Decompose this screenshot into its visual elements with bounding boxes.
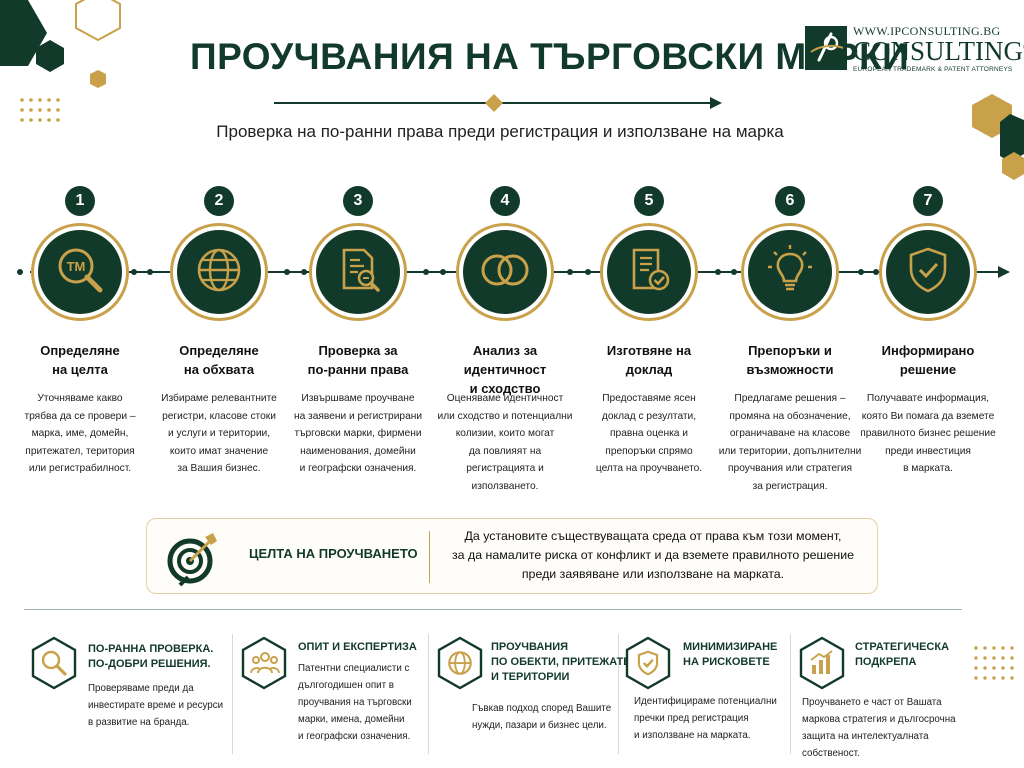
step-number: 6 xyxy=(775,186,805,216)
page-subtitle: Проверка на по-ранни права преди регистр… xyxy=(216,122,784,141)
step-icon-circle xyxy=(882,226,974,318)
feature-separator xyxy=(790,634,791,754)
logo-mark-icon xyxy=(805,26,847,70)
bar-chart-icon xyxy=(807,648,837,683)
team-icon xyxy=(249,648,281,683)
step-description: Получавате информация,която Ви помага да… xyxy=(860,393,996,475)
step-number: 7 xyxy=(913,186,943,216)
step-icon-circle: TM xyxy=(34,226,126,318)
feature-hexagon xyxy=(240,636,288,690)
globe-icon xyxy=(445,648,475,683)
company-logo[interactable]: WWW.IPCONSULTING.BG CONSULTING® EUROPEAN… xyxy=(805,22,1024,78)
logo-name: CONSULTING® xyxy=(853,36,1024,66)
feature-hexagon xyxy=(624,636,672,690)
feature-hexagon xyxy=(798,636,846,690)
feature-hexagon xyxy=(30,636,78,690)
svg-text:TM: TM xyxy=(67,259,86,274)
shield-check-icon xyxy=(633,648,663,683)
step-icon-circle xyxy=(173,226,265,318)
page-title: ПРОУЧВАНИЯ НА ТЪРГОВСКИ МАРКИ xyxy=(190,36,910,77)
step-number: 3 xyxy=(343,186,373,216)
report-check-icon xyxy=(621,242,677,303)
goal-label: ЦЕЛТА НА ПРОУЧВАНЕТО xyxy=(249,546,418,561)
goal-text: Да установите съществуващата среда от пр… xyxy=(451,529,855,581)
document-search-icon xyxy=(330,242,386,303)
goal-separator xyxy=(429,531,430,583)
decorative-dots-bottom-right xyxy=(974,646,1014,680)
section-divider xyxy=(24,609,962,610)
feature-hexagon xyxy=(436,636,484,690)
feature-separator xyxy=(618,634,619,754)
step-icon-circle xyxy=(744,226,836,318)
decorative-hexagons-top-left xyxy=(0,0,121,122)
shield-check-icon xyxy=(900,242,956,303)
logo-tagline: EUROPEAN TRADEMARK & PATENT ATTORNEYS xyxy=(853,66,1013,73)
step-number: 2 xyxy=(204,186,234,216)
step-icon-circle xyxy=(312,226,404,318)
step-icon-circle xyxy=(459,226,551,318)
feature-separator xyxy=(428,634,429,754)
goal-box: ЦЕЛТА НА ПРОУЧВАНЕТО Да установите същес… xyxy=(146,518,878,594)
step-icon-circle xyxy=(603,226,695,318)
step-number: 4 xyxy=(490,186,520,216)
trademark-magnifier-icon: TM xyxy=(50,240,110,305)
lightbulb-icon xyxy=(762,242,818,303)
title-arrow-divider xyxy=(274,94,722,112)
feature-separator xyxy=(232,634,233,754)
target-arrow-icon xyxy=(167,533,217,587)
overlap-rings-icon xyxy=(475,242,535,303)
step-number: 1 xyxy=(65,186,95,216)
step-number: 5 xyxy=(634,186,664,216)
step-description: Предлагаме решения –промяна на обозначен… xyxy=(718,393,862,492)
decorative-hexagons-right xyxy=(972,94,1024,180)
globe-icon xyxy=(191,242,247,303)
logo-url: WWW.IPCONSULTING.BG xyxy=(853,24,1001,38)
feature-title: ПО-РАННА ПРОВЕРКА.ПО-ДОБРИ РЕШЕНИЯ. xyxy=(88,643,214,670)
feature-title: ОПИТ И ЕКСПЕРТИЗА xyxy=(298,641,417,653)
magnifier-icon xyxy=(39,648,69,683)
